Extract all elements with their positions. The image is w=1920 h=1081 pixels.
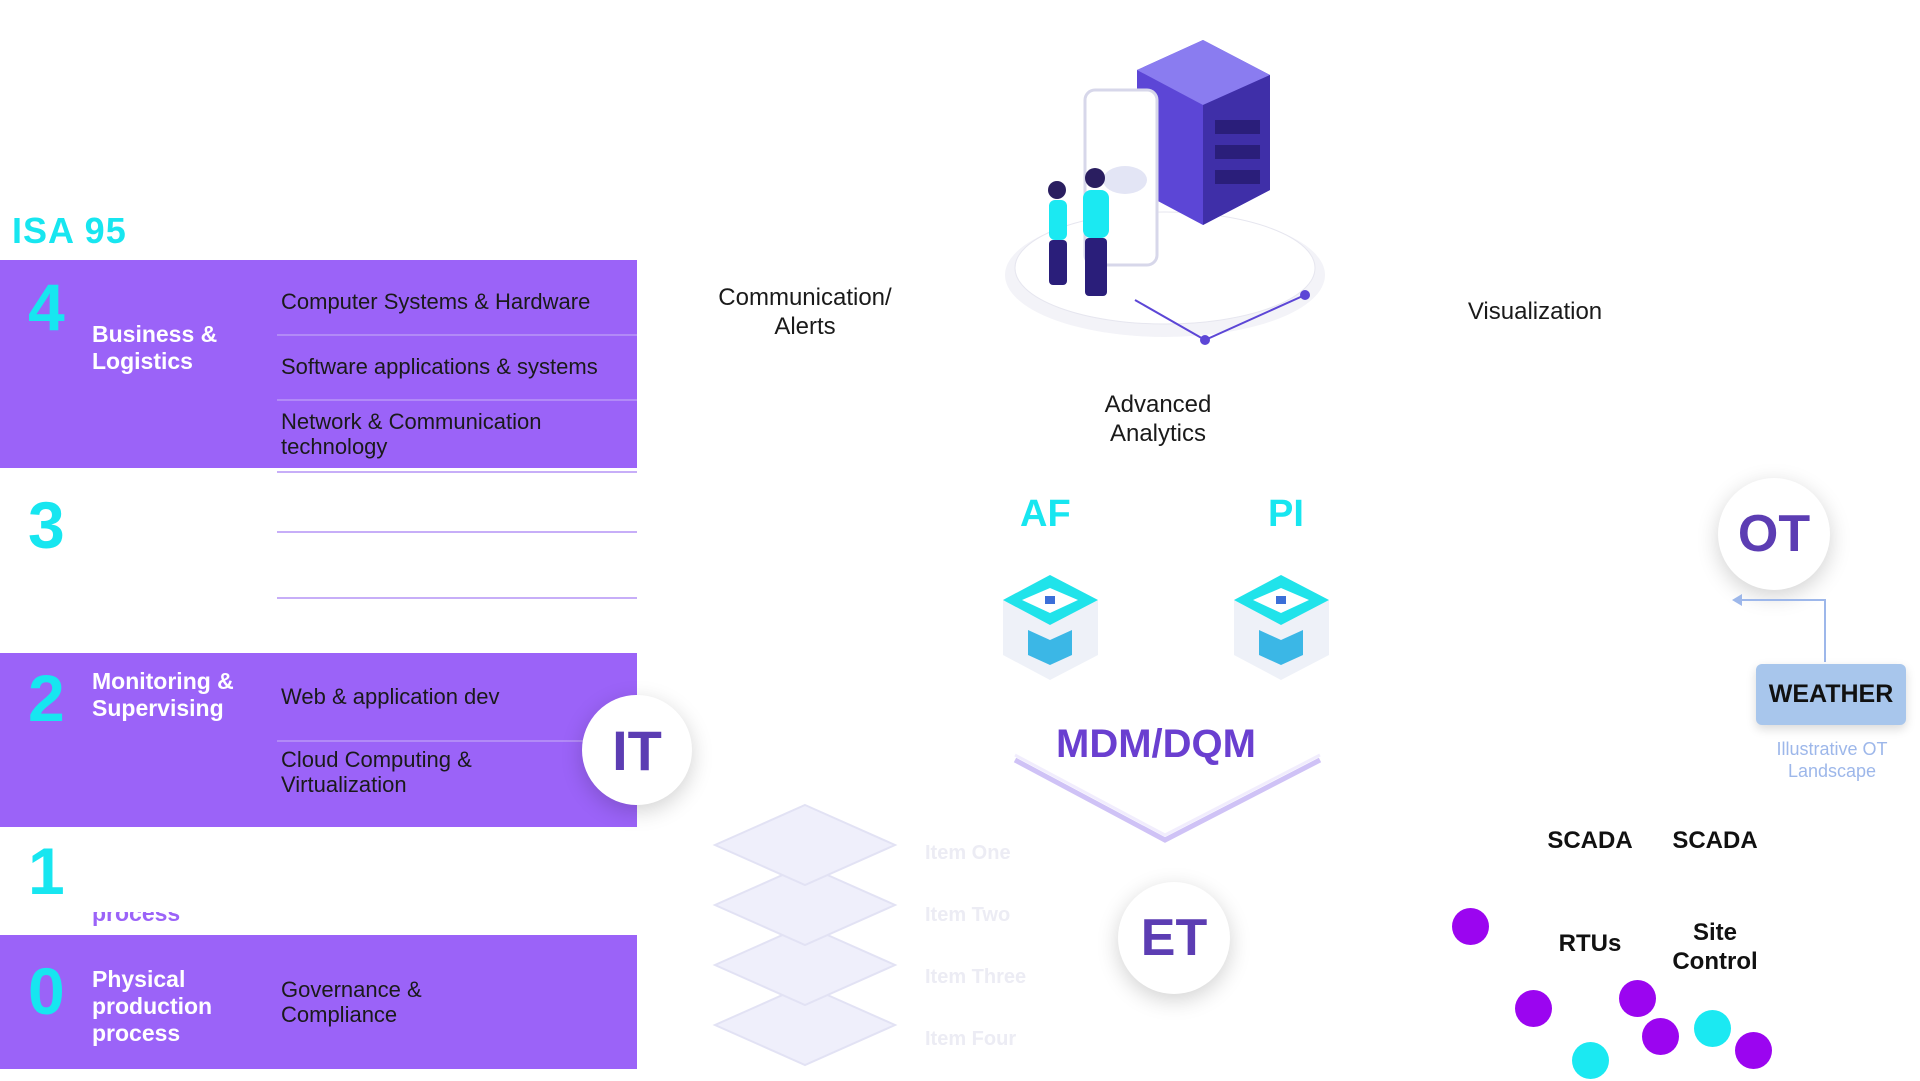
level-0-band xyxy=(0,935,637,1069)
level-4-tech-2: Software applications & systems xyxy=(281,354,598,379)
stack-item-2: Item Two xyxy=(925,904,1011,926)
illustrative-ot-landscape-label: Illustrative OT Landscape xyxy=(1776,739,1888,781)
level-4-tech-1: Computer Systems & Hardware xyxy=(281,289,591,314)
magenta-dot xyxy=(1515,990,1552,1027)
separator xyxy=(277,597,637,599)
level-2-tech-1: Web & application dev xyxy=(281,684,500,709)
cyan-dot xyxy=(1572,1042,1609,1079)
mdm-dqm-label: MDM/DQM xyxy=(1056,722,1256,766)
level-0-tech-1: Governance & Compliance xyxy=(281,977,422,1027)
level-1-name-fragment: process xyxy=(92,912,181,926)
magenta-dot xyxy=(1642,1018,1679,1055)
et-circle: ET xyxy=(1118,882,1230,994)
ot-circle: OT xyxy=(1718,478,1830,590)
weather-box: WEATHER xyxy=(1756,664,1906,725)
it-circle: IT xyxy=(582,695,692,805)
magenta-dot xyxy=(1619,980,1656,1017)
separator xyxy=(277,531,637,533)
layer-stack xyxy=(712,803,898,1067)
af-cube-icon xyxy=(1003,575,1098,680)
magenta-dot xyxy=(1735,1032,1772,1069)
separator xyxy=(277,471,637,473)
cyan-dot xyxy=(1694,1010,1731,1047)
pi-cube-icon xyxy=(1234,575,1329,680)
level-3-number: 3 xyxy=(28,488,65,562)
level-4-number: 4 xyxy=(28,270,65,344)
level-4-name: Business & Logistics xyxy=(92,321,218,374)
visualization-label: Visualization xyxy=(1467,298,1603,325)
server-illustration xyxy=(1005,40,1325,345)
rtus-label: RTUs xyxy=(1558,930,1622,957)
separator xyxy=(277,334,637,336)
level-4-band xyxy=(0,260,637,468)
stack-item-4: Item Four xyxy=(925,1028,1017,1050)
level-2-number: 2 xyxy=(28,661,65,735)
level-1-number: 1 xyxy=(28,834,65,908)
level-0-name: Physical production process xyxy=(92,966,213,1046)
level-0-number: 0 xyxy=(28,954,65,1028)
communication-alerts-label: Communication/ Alerts xyxy=(718,284,892,340)
af-label: AF xyxy=(1020,493,1071,535)
weather-to-ot-arrow xyxy=(1732,594,1826,662)
scada-2-label: SCADA xyxy=(1672,827,1758,854)
stack-item-1: Item One xyxy=(925,842,1011,864)
mdm-platform xyxy=(1013,753,1322,843)
level-2-tech-2: Cloud Computing & Virtualization xyxy=(281,747,472,797)
level-4-tech-3: Network & Communication technology xyxy=(281,409,542,459)
stack-item-3: Item Three xyxy=(925,966,1027,988)
separator xyxy=(277,399,637,401)
pi-label: PI xyxy=(1268,493,1304,535)
separator xyxy=(277,740,637,742)
isa95-title: ISA 95 xyxy=(12,210,127,251)
level-2-name: Monitoring & Supervising xyxy=(92,668,234,721)
magenta-dot xyxy=(1452,908,1489,945)
site-control-label: Site Control xyxy=(1672,919,1758,975)
scada-1-label: SCADA xyxy=(1547,827,1633,854)
advanced-analytics-label: Advanced Analytics xyxy=(1104,391,1212,447)
